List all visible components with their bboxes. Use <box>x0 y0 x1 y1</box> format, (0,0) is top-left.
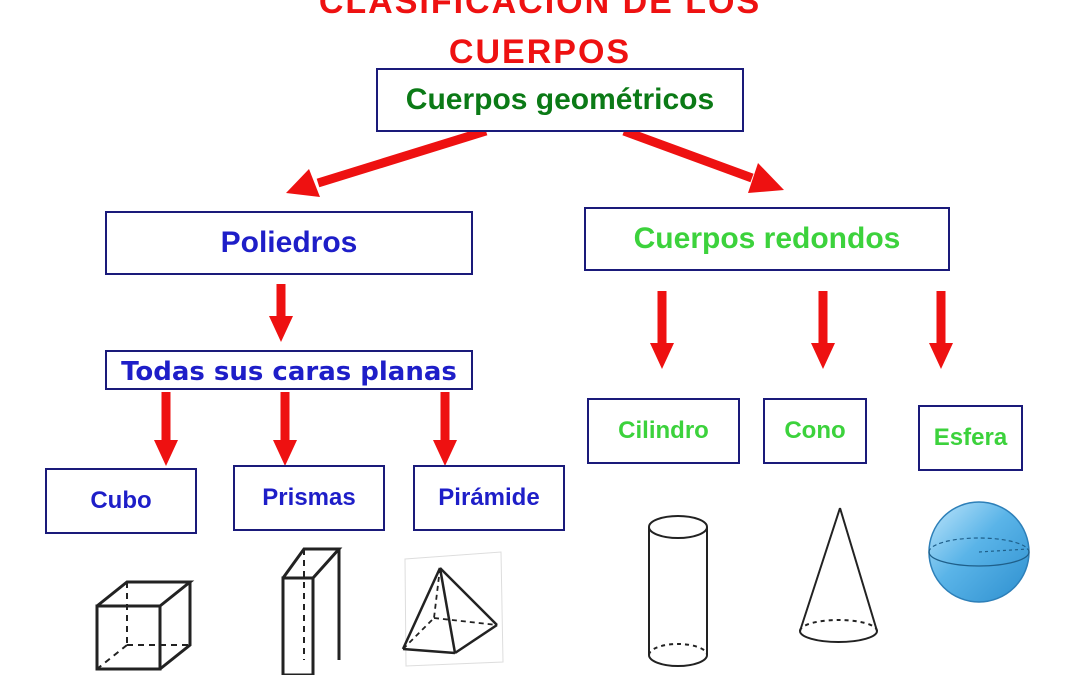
cube-icon <box>95 580 195 671</box>
node-prismas: Prismas <box>233 465 385 531</box>
arrow-redondos-to-cilindro <box>650 291 674 369</box>
node-cono: Cono <box>763 398 867 464</box>
arrow-root-to-poliedros <box>286 126 488 197</box>
arrow-caras-to-prismas <box>273 392 297 466</box>
node-cuerpos-redondos: Cuerpos redondos <box>584 207 950 271</box>
arrow-caras-to-cubo <box>154 392 178 466</box>
title-line-1: CLASIFICACION DE LOS <box>318 0 762 21</box>
arrow-caras-to-piramide <box>433 392 457 466</box>
prism-icon <box>281 547 343 675</box>
arrow-root-to-redondos <box>622 126 784 193</box>
cylinder-icon <box>648 515 708 667</box>
cone-icon <box>799 507 878 643</box>
arrow-redondos-to-esfera <box>929 291 953 369</box>
node-esfera: Esfera <box>918 405 1023 471</box>
node-cubo: Cubo <box>45 468 197 534</box>
title-line-2: CUERPOS <box>448 33 632 71</box>
node-poliedros: Poliedros <box>105 211 473 275</box>
pyramid-icon <box>401 551 504 667</box>
arrow-poliedros-to-caras <box>269 284 293 342</box>
node-cilindro: Cilindro <box>587 398 740 464</box>
node-cuerpos-geometricos: Cuerpos geométricos <box>376 68 744 132</box>
node-todas-sus-caras-planas: Todas sus caras planas <box>105 350 473 390</box>
arrow-redondos-to-cono <box>811 291 835 369</box>
sphere-icon <box>928 501 1030 603</box>
node-piramide: Pirámide <box>413 465 565 531</box>
